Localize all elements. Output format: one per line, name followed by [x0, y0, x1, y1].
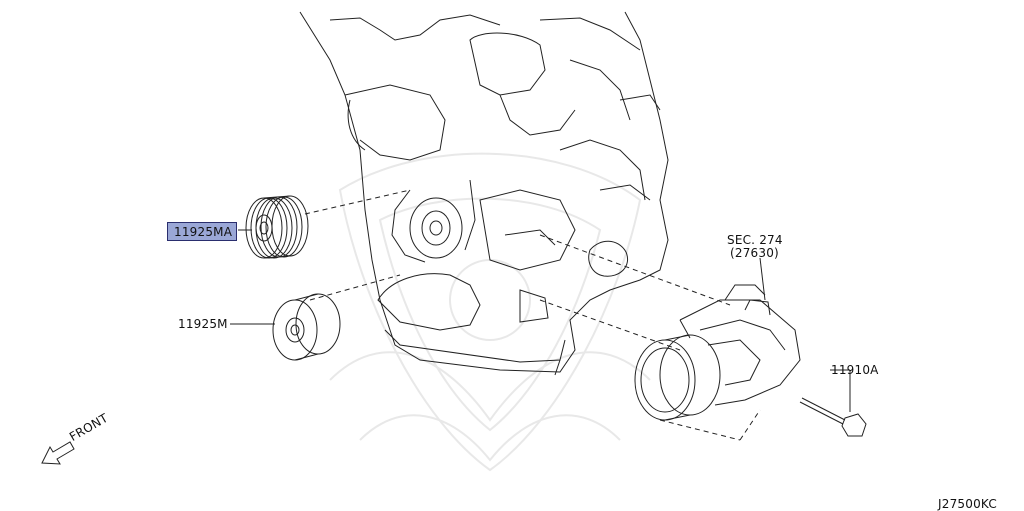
front-arrow-icon: [41, 441, 75, 465]
bolt-11910a: [799, 397, 867, 437]
part-label-11910a[interactable]: 11910A: [831, 363, 879, 377]
part-label-11925ma[interactable]: 11925MA: [167, 222, 238, 241]
section-ref-label[interactable]: SEC. 274: [727, 233, 783, 247]
engine-pulley: [409, 197, 463, 259]
ac-compressor: [634, 284, 801, 421]
engine-block: [299, 11, 669, 376]
leader-lines: [230, 189, 851, 441]
part-label-11925m[interactable]: 11925M: [178, 317, 228, 331]
idler-11925m: [272, 293, 341, 361]
diagram-code: J27500KC: [938, 497, 997, 511]
watermark: [329, 152, 651, 472]
pulley-11925ma: [245, 195, 309, 259]
section-sub-label: (27630): [730, 246, 779, 260]
